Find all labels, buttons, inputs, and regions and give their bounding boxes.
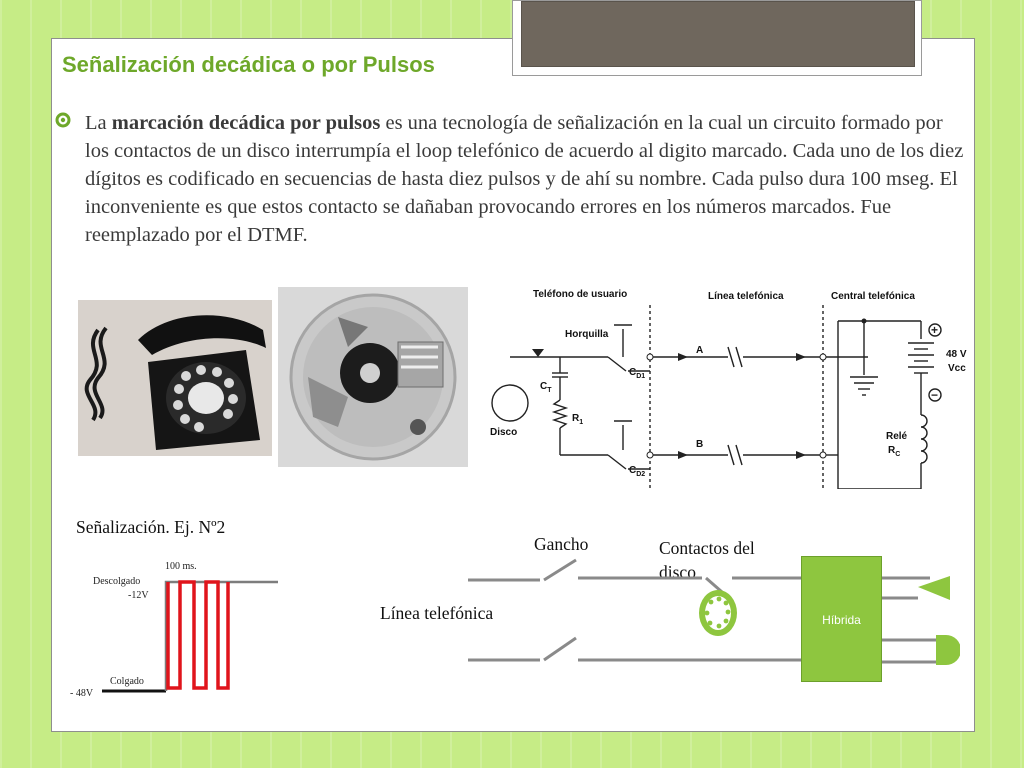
body-paragraph: La marcación decádica por pulsos es una …: [85, 109, 965, 249]
label-hook: Horquilla: [565, 329, 609, 340]
minus-symbol: −: [931, 388, 938, 402]
label-vcc: Vcc: [948, 363, 966, 374]
label-wire-b: B: [696, 439, 703, 450]
label-r1: R1: [572, 413, 583, 426]
label-cd2: CD2: [629, 465, 645, 478]
pulse-diagram-caption: Señalización. Ej. Nº2: [76, 517, 226, 537]
header-photo: [512, 0, 922, 76]
label-line: Línea telefónica: [708, 291, 784, 302]
hybrid-circuit-lines: [468, 558, 960, 665]
label-phone-line: Línea telefónica: [380, 603, 494, 623]
pulse-waveform: [102, 580, 278, 693]
hybrid-block: Híbrida: [801, 556, 882, 682]
label-disc-contacts-1: Contactos del: [659, 538, 755, 558]
body-bold: marcación decádica por pulsos: [111, 112, 381, 134]
body-intro: La: [85, 112, 112, 134]
body-rest: es una tecnología de señalización en la …: [85, 112, 964, 246]
label-onhook: Colgado: [110, 676, 144, 687]
label-minus12v: -12V: [128, 590, 149, 601]
label-disc: Disco: [490, 427, 517, 438]
header-photo-image: [521, 1, 915, 67]
label-voltage: 48 V: [946, 349, 967, 360]
label-cd1: CD1: [629, 367, 645, 380]
label-user-phone: Teléfono de usuario: [533, 289, 627, 300]
header-photo-frame: [512, 0, 922, 76]
label-rc: RC: [888, 445, 900, 458]
label-wire-a: A: [696, 345, 703, 356]
rotary-phone-image: [78, 300, 272, 456]
hybrid-label: Híbrida: [822, 613, 861, 627]
label-relay: Relé: [886, 431, 908, 442]
label-hook: Gancho: [534, 534, 589, 554]
label-minus48v: - 48V: [70, 688, 94, 699]
bullet-icon: [55, 112, 71, 128]
label-exchange: Central telefónica: [831, 291, 915, 302]
dial-mechanism-image: [278, 287, 468, 467]
slide-title: Señalización decádica o por Pulsos: [62, 52, 435, 77]
plus-symbol: +: [931, 323, 938, 337]
pulse-dial-circuit-diagram: Teléfono de usuario Línea telefónica Cen…: [478, 285, 973, 489]
label-ct: CT: [540, 381, 552, 394]
rotary-dial-icon: [699, 590, 737, 636]
label-100ms: 100 ms.: [165, 561, 197, 572]
label-offhook: Descolgado: [93, 576, 141, 587]
